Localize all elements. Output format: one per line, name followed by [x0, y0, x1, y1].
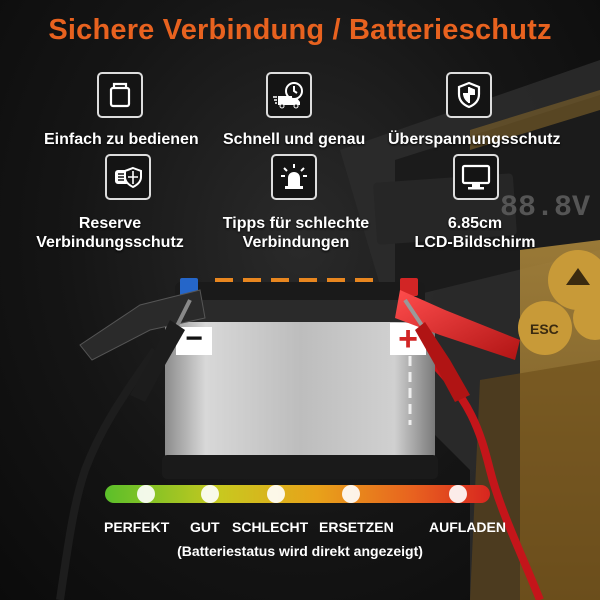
reverse-connection-shield-icon	[105, 154, 151, 200]
minus-sign: −	[185, 322, 203, 355]
status-dot-charge	[449, 485, 467, 503]
battery-body	[165, 305, 435, 465]
feature-label-easy: Einfach zu bedienen	[44, 131, 199, 148]
feature-label-overvoltage: Überspannungsschutz	[388, 131, 561, 148]
status-dot-replace	[342, 485, 360, 503]
status-label-charge: AUFLADEN	[429, 519, 506, 535]
arrow-up-icon	[566, 268, 590, 285]
status-label-perfect: PERFEKT	[104, 519, 170, 535]
device-display-text: 88.8V	[500, 191, 590, 225]
fast-delivery-clock-icon	[266, 72, 312, 118]
red-clamp	[395, 290, 520, 402]
lcd-monitor-icon	[453, 154, 499, 200]
black-clamp	[79, 289, 206, 402]
page-title: Sichere Verbindung / Batterieschutz	[48, 14, 552, 46]
status-dot-perfect	[137, 485, 155, 503]
status-note: (Batteriestatus wird direkt angezeigt)	[177, 543, 423, 559]
plus-sign: +	[398, 320, 418, 358]
warning-light-icon	[271, 154, 317, 200]
status-dot-good	[201, 485, 219, 503]
status-label-good: GUT	[190, 519, 220, 535]
feature-label-fast: Schnell und genau	[223, 131, 366, 148]
positive-terminal	[400, 278, 418, 296]
esc-button-label: ESC	[530, 321, 559, 337]
simple-operation-icon	[97, 72, 143, 118]
status-dot-weak	[267, 485, 285, 503]
status-label-weak: SCHLECHT	[232, 519, 309, 535]
device-esc-button[interactable]	[518, 301, 572, 355]
status-label-replace: ERSETZEN	[319, 519, 394, 535]
battery-top-dashes	[215, 278, 373, 282]
shield-icon	[446, 72, 492, 118]
